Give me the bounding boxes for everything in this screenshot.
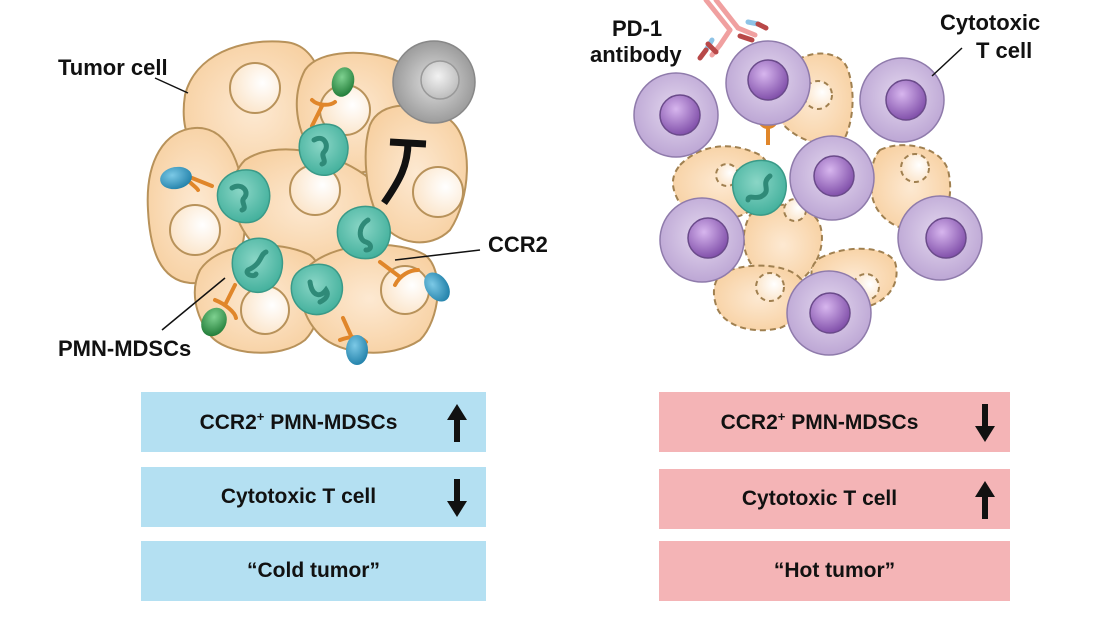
box-text: CCR2 bbox=[199, 411, 257, 434]
suppressed-t-cell bbox=[392, 40, 476, 124]
t-cell bbox=[786, 270, 872, 356]
cold-tumor-box: “Cold tumor” bbox=[141, 541, 486, 601]
t-cell bbox=[897, 195, 983, 281]
leader-line bbox=[931, 47, 963, 77]
cold-tumor-cluster bbox=[146, 40, 481, 365]
mdsc-cell bbox=[231, 237, 284, 293]
green-ligand bbox=[201, 307, 227, 337]
hot-tumor-box: “Hot tumor” bbox=[659, 541, 1010, 601]
t-cell bbox=[659, 197, 745, 283]
label-ccr2: CCR2 bbox=[488, 232, 548, 257]
blue-ligand bbox=[346, 335, 368, 365]
hot-t-cell-box: Cytotoxic T cell bbox=[659, 469, 1010, 529]
pmn-mdscs bbox=[216, 123, 391, 316]
blue-ligand bbox=[160, 166, 192, 190]
box-text: “Cold tumor” bbox=[247, 559, 380, 582]
box-text: Cytotoxic T cell bbox=[741, 487, 898, 510]
label-antibody: antibody bbox=[590, 42, 682, 67]
arrow-down-icon bbox=[975, 404, 995, 442]
mdsc-cell bbox=[216, 169, 271, 224]
superscript-plus: + bbox=[777, 409, 786, 424]
mdsc-cell bbox=[732, 116, 787, 216]
hot-mdsc-box: CCR2+ PMN-MDSCs bbox=[659, 392, 1010, 452]
inhibition-icon bbox=[381, 138, 427, 205]
box-text-rest: PMN-MDSCs bbox=[785, 411, 919, 434]
green-ligand bbox=[331, 67, 355, 97]
t-cell bbox=[789, 135, 875, 221]
label-tumor-cell: Tumor cell bbox=[58, 55, 168, 80]
label-pd1: PD-1 bbox=[612, 16, 663, 41]
leader-lines bbox=[154, 77, 481, 331]
pd1-antibody-icon bbox=[697, 0, 769, 61]
t-cell bbox=[633, 72, 719, 158]
arrow-down-icon bbox=[447, 479, 467, 517]
arrow-up-icon bbox=[975, 481, 995, 519]
arrow-up-icon bbox=[447, 404, 467, 442]
label-pmn-mdscs: PMN-MDSCs bbox=[58, 336, 192, 361]
box-text-rest: PMN-MDSCs bbox=[264, 411, 398, 434]
box-text: CCR2 bbox=[720, 411, 778, 434]
blue-ligand bbox=[424, 272, 450, 302]
box-text: “Hot tumor” bbox=[773, 559, 896, 582]
mdsc-cell bbox=[290, 263, 344, 316]
t-cell bbox=[859, 57, 945, 143]
cold-t-cell-box: Cytotoxic T cell bbox=[141, 467, 486, 527]
mdsc-cell bbox=[336, 205, 391, 260]
box-text: Cytotoxic T cell bbox=[220, 485, 377, 508]
mdsc-cell bbox=[298, 123, 349, 176]
ligands bbox=[160, 67, 450, 365]
cytotoxic-t-cells bbox=[633, 40, 983, 356]
t-cell bbox=[725, 40, 811, 126]
label-t-cell: T cell bbox=[976, 38, 1033, 63]
label-cytotoxic: Cytotoxic bbox=[940, 10, 1041, 35]
superscript-plus: + bbox=[256, 409, 265, 424]
hot-tumor-cluster bbox=[633, 0, 983, 356]
cold-mdsc-box: CCR2+ PMN-MDSCs bbox=[141, 392, 486, 452]
